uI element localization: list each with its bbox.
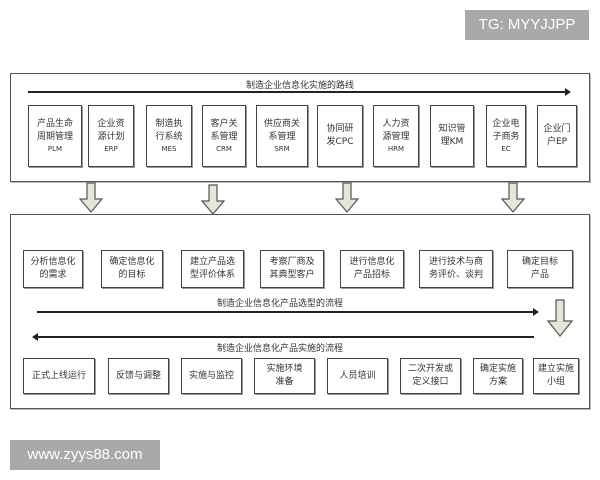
system-abbr: SRM (274, 144, 290, 153)
step-line1: 建立实施 (537, 364, 574, 374)
system-line2: 户EP (546, 137, 568, 147)
watermark-top: TG: MYYJJPP (465, 10, 589, 40)
system-box-ec: 企业电 子商务 EC (486, 105, 526, 167)
system-box-cpc: 协同研 发CPC (317, 105, 363, 167)
roadmap-title: 制造企业信息化实施的路线 (245, 81, 354, 91)
step-line2: 产品 (530, 270, 549, 280)
step-line1: 考察厂商及 (269, 257, 315, 267)
system-line1: 产品生命 (36, 118, 73, 129)
implementation-step: 实施与监控 (181, 358, 242, 394)
system-abbr: ERP (104, 144, 118, 153)
system-abbr: CRM (216, 144, 232, 153)
system-line1: 知识管 (438, 124, 466, 134)
roadmap-arrow (28, 88, 571, 96)
selection-step: 进行信息化 产品招标 (340, 250, 404, 288)
selection-flow-arrow (37, 308, 539, 316)
selection-step: 建立产品选 型评价体系 (181, 250, 244, 288)
system-line2: 源计划 (97, 131, 125, 142)
system-abbr: HRM (387, 144, 405, 153)
system-abbr: EC (501, 144, 511, 153)
implementation-step: 反馈与调整 (108, 358, 169, 394)
step-line1: 实施环境 (266, 364, 303, 374)
step-line2: 其典型客户 (269, 270, 315, 280)
system-box-crm: 客户关 系管理 CRM (202, 105, 246, 167)
down-arrow-icon (201, 184, 225, 215)
selection-flow-title: 制造企业信息化产品选型的流程 (216, 299, 343, 309)
step-line1: 进行技术与商 (428, 257, 483, 267)
selection-step: 进行技术与商 务评价、谈判 (419, 250, 493, 288)
system-line2: 系管理 (210, 131, 238, 142)
step-line1: 建立产品选 (189, 257, 235, 267)
implementation-step: 确定实施 方案 (473, 358, 523, 394)
down-arrow-icon (79, 182, 103, 213)
system-line2: 系管理 (268, 131, 296, 142)
system-line1: 供应商关 (263, 118, 300, 129)
system-line1: 企业电 (492, 118, 520, 129)
step-line1: 分析信息化 (30, 257, 76, 267)
system-box-km: 知识管 理KM (430, 105, 474, 167)
watermark-bottom: www.zyys88.com (10, 440, 160, 470)
system-line1: 企业资 (97, 118, 125, 129)
implementation-flow-title: 制造企业信息化产品实施的流程 (216, 344, 343, 354)
step-line2: 型评价体系 (189, 270, 235, 280)
system-line1: 企业门 (543, 124, 571, 134)
system-box-mes: 制造执 行系统 MES (146, 105, 192, 167)
system-line2: 行系统 (155, 131, 183, 142)
system-abbr: PLM (47, 144, 63, 153)
step-line2: 方案 (488, 377, 507, 387)
step-line2: 的需求 (39, 270, 67, 280)
step-line1: 确定信息化 (109, 257, 155, 267)
system-box-ep: 企业门 户EP (537, 105, 577, 167)
selection-step: 确定信息化 的目标 (101, 250, 163, 288)
implementation-step: 人员培训 (327, 358, 388, 394)
implementation-step: 二次开发或 定义接口 (400, 358, 461, 394)
system-line1: 人力资 (382, 118, 410, 129)
step-line1: 进行信息化 (349, 257, 395, 267)
system-line2: 周期管理 (36, 131, 73, 142)
system-line1: 客户关 (210, 118, 238, 129)
system-box-srm: 供应商关 系管理 SRM (256, 105, 308, 167)
down-arrow-icon (335, 182, 359, 213)
selection-step: 分析信息化 的需求 (23, 250, 83, 288)
step-line1: 人员培训 (339, 370, 376, 381)
implementation-step: 实施环境 准备 (254, 358, 315, 394)
system-line1: 协同研 (326, 124, 354, 134)
implementation-step: 正式上线运行 (23, 358, 95, 394)
implementation-step: 建立实施 小组 (533, 358, 579, 394)
step-line1: 反馈与调整 (115, 370, 161, 381)
system-box-erp: 企业资 源计划 ERP (88, 105, 134, 167)
step-line1: 确定实施 (479, 364, 516, 374)
step-line2: 务评价、谈判 (428, 270, 483, 280)
system-box-plm: 产品生命 周期管理 PLM (28, 105, 82, 167)
selection-step: 确定目标 产品 (507, 250, 573, 288)
step-line1: 二次开发或 (407, 364, 453, 374)
system-line2: 发CPC (326, 137, 354, 147)
system-box-hrm: 人力资 源管理 HRM (373, 105, 419, 167)
implementation-flow-arrow (32, 333, 534, 341)
step-line2: 的目标 (118, 270, 146, 280)
system-line1: 制造执 (155, 118, 183, 129)
step-line2: 小组 (546, 377, 565, 387)
step-line1: 实施与监控 (188, 370, 234, 381)
selection-step: 考察厂商及 其典型客户 (260, 250, 324, 288)
step-line2: 定义接口 (412, 377, 449, 387)
system-line2: 理KM (440, 137, 464, 147)
down-arrow-icon (501, 182, 525, 213)
system-abbr: MES (161, 144, 177, 153)
system-line2: 源管理 (382, 131, 410, 142)
turn-down-arrow-icon (547, 299, 573, 337)
system-line2: 子商务 (492, 131, 520, 142)
step-line1: 确定目标 (521, 257, 558, 267)
step-line2: 准备 (275, 377, 294, 387)
step-line1: 正式上线运行 (31, 370, 86, 381)
step-line2: 产品招标 (353, 270, 390, 280)
